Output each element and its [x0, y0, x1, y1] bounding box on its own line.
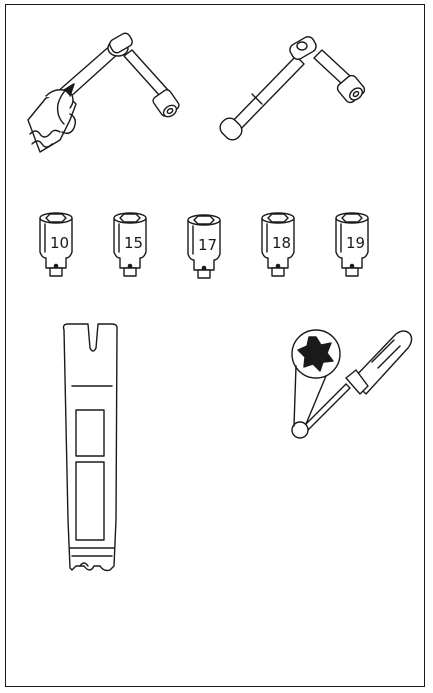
- socket-18: 18: [262, 213, 294, 276]
- trim-removal-tool: [64, 324, 118, 571]
- ratchet-wrench: [217, 35, 367, 144]
- socket-size-label: 17: [198, 236, 217, 254]
- socket-size-label: 18: [272, 234, 291, 252]
- socket-15: 15: [114, 213, 146, 276]
- torx-screwdriver: [292, 330, 412, 438]
- socket-size-label: 15: [124, 234, 143, 252]
- sockets-row: 10 15 17 18: [40, 213, 368, 278]
- socket-10: 10: [40, 213, 72, 276]
- socket-19: 19: [336, 213, 368, 276]
- ratchet-wrench-in-use: [28, 31, 181, 152]
- socket-size-label: 10: [50, 234, 69, 252]
- socket-17: 17: [188, 215, 220, 278]
- socket-size-label: 19: [346, 234, 365, 252]
